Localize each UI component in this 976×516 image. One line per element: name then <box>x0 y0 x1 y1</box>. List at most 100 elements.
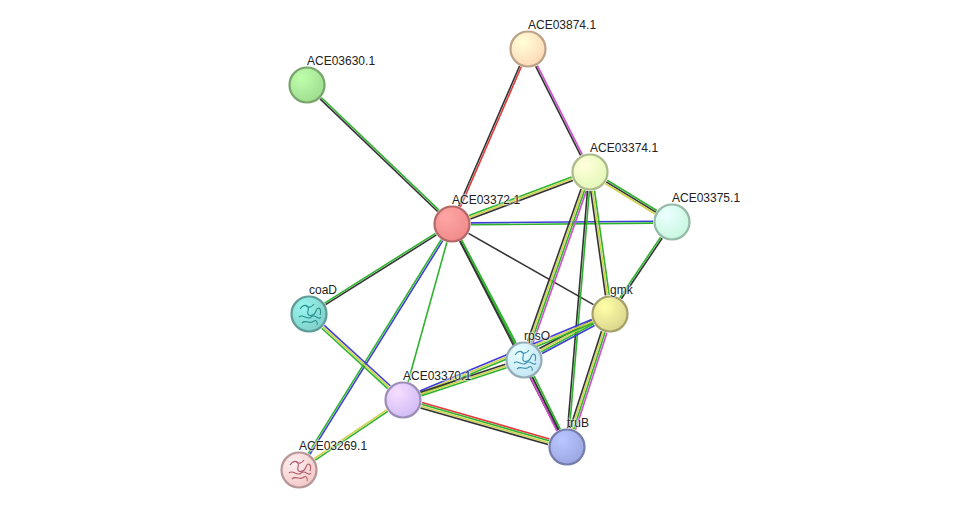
interaction-edge <box>420 402 549 444</box>
evidence-line <box>606 182 656 212</box>
evidence-line <box>462 240 560 429</box>
evidence-line <box>308 240 441 454</box>
protein-structure <box>520 350 529 353</box>
protein-node: gmk <box>591 295 629 333</box>
protein-structure <box>305 304 314 307</box>
evidence-line <box>322 328 388 388</box>
node-circle <box>653 203 691 241</box>
node-circle <box>288 66 326 104</box>
node-circle <box>433 205 471 243</box>
node-disc <box>386 383 421 418</box>
node-disc <box>282 453 317 488</box>
node-disc <box>290 68 325 103</box>
evidence-line <box>310 241 443 455</box>
evidence-line <box>593 191 608 295</box>
interaction-edge <box>531 376 561 431</box>
evidence-line <box>595 191 610 295</box>
node-disc <box>507 343 542 378</box>
protein-structure <box>292 476 307 481</box>
evidence-line <box>605 184 655 214</box>
interaction-edge <box>320 97 439 211</box>
interaction-edge <box>420 320 593 395</box>
evidence-line <box>321 97 439 210</box>
evidence-line <box>421 323 593 394</box>
protein-node: ACE03874.1 <box>509 30 547 68</box>
node-disc <box>511 32 546 67</box>
node-circle <box>505 341 543 379</box>
evidence-line <box>408 242 447 381</box>
protein-node: ACE03370.1 <box>384 381 422 419</box>
evidence-line <box>459 66 520 206</box>
evidence-line <box>460 67 521 207</box>
node-circle <box>548 428 586 466</box>
protein-structure <box>299 316 321 318</box>
evidence-line <box>536 66 581 155</box>
interaction-edge <box>408 242 447 381</box>
evidence-line <box>323 327 389 387</box>
evidence-line <box>531 378 557 431</box>
evidence-line <box>529 190 582 342</box>
node-circle <box>280 451 318 489</box>
protein-structure <box>302 320 317 325</box>
node-label: ACE03375.1 <box>672 191 740 205</box>
node-disc <box>655 205 690 240</box>
protein-node: ACE03374.1 <box>571 153 609 191</box>
interaction-edge <box>471 221 653 225</box>
node-circle <box>290 295 328 333</box>
node-disc <box>573 155 608 190</box>
evidence-line <box>460 241 558 430</box>
interaction-edge <box>536 66 583 156</box>
interaction-edge <box>459 66 522 207</box>
node-disc <box>593 297 628 332</box>
node-label: ACE03372.1 <box>452 193 520 207</box>
node-label: truB <box>567 416 589 430</box>
evidence-line <box>576 333 607 430</box>
node-label: gmk <box>610 283 633 297</box>
evidence-line <box>568 191 588 428</box>
node-label: ACE03269.1 <box>299 439 367 453</box>
evidence-line <box>607 180 657 210</box>
protein-node: ACE03630.1 <box>288 66 326 104</box>
node-label: coaD <box>309 283 337 297</box>
protein-structure <box>289 472 311 474</box>
node-label: ACE03374.1 <box>590 141 658 155</box>
interaction-edge <box>308 240 443 455</box>
interaction-edge <box>325 233 437 304</box>
protein-structure <box>295 460 304 463</box>
interaction-edge <box>460 240 559 430</box>
interaction-edge <box>528 189 587 343</box>
node-disc <box>292 297 327 332</box>
protein-structure <box>517 366 532 371</box>
evidence-line <box>572 332 603 429</box>
interaction-edge <box>322 325 391 388</box>
node-circle <box>591 295 629 333</box>
evidence-line <box>422 402 549 439</box>
evidence-line <box>324 325 390 385</box>
evidence-line <box>421 406 548 443</box>
evidence-line <box>534 376 560 429</box>
evidence-line <box>591 191 606 295</box>
evidence-line <box>422 404 549 441</box>
evidence-line <box>574 332 605 429</box>
evidence-line <box>420 408 547 445</box>
protein-structure <box>514 362 536 364</box>
protein-node: ACE03372.1 <box>433 205 471 243</box>
interaction-edge <box>570 331 607 430</box>
evidence-line <box>326 235 437 305</box>
protein-node: ACE03375.1 <box>653 203 691 241</box>
evidence-line <box>471 223 653 225</box>
node-label: ACE03874.1 <box>528 18 596 32</box>
interaction-edge <box>591 191 609 296</box>
evidence-line <box>320 99 438 212</box>
protein-node: rpsO <box>505 341 543 379</box>
node-disc <box>435 207 470 242</box>
protein-node: truB <box>548 428 586 466</box>
node-label: rpsO <box>524 329 550 343</box>
node-disc <box>550 430 585 465</box>
interaction-edge <box>605 180 657 213</box>
evidence-line <box>537 66 582 155</box>
node-circle <box>571 153 609 191</box>
node-circle <box>509 30 547 68</box>
